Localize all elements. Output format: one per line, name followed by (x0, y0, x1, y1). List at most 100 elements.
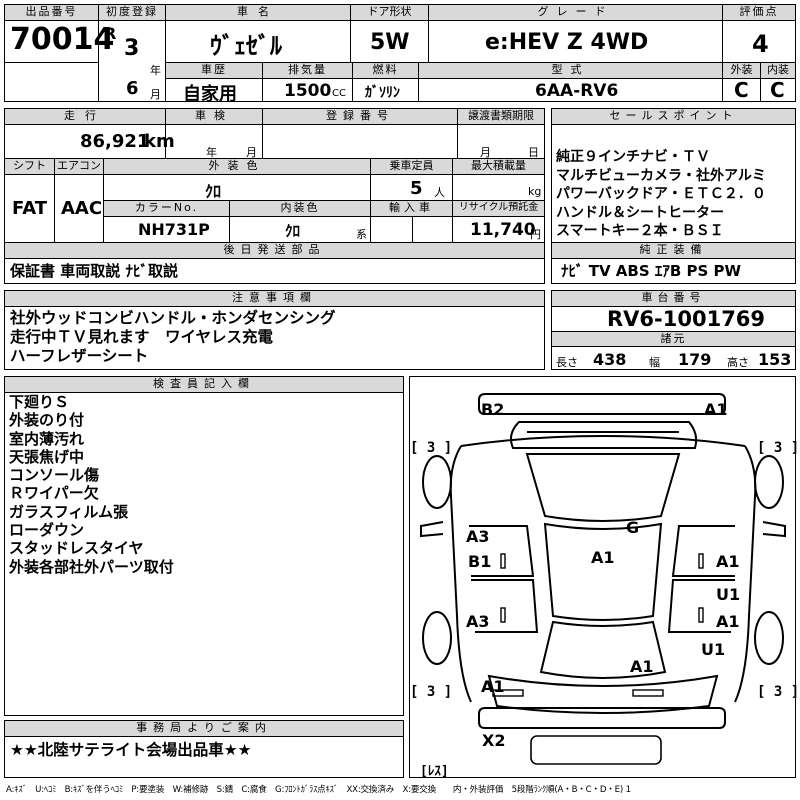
history-label: 車歴 (166, 63, 262, 79)
office-panel (4, 720, 404, 778)
color-no: NH731P (138, 220, 210, 239)
displacement: 1500 (284, 81, 332, 101)
office-label: 事務局よりご案内 (5, 721, 403, 737)
capacity-label: 乗車定員 (371, 159, 452, 175)
mark-b1: B1 (468, 552, 492, 571)
height: 153 (758, 350, 792, 369)
era: R (104, 24, 117, 43)
later-parts: 保証書 車両取説 ﾅﾋﾞ取説 (10, 262, 178, 280)
mark-a1-left-rear: A1 (481, 677, 505, 696)
legend: A:ｷｽﾞ U:ﾍｺﾐ B:ｷｽﾞを伴うﾍｺﾐ P:要塗装 W:補修跡 S:錆 … (6, 785, 631, 795)
mark-a1-top: A1 (704, 400, 728, 419)
ext-grade-label: 外装 (723, 63, 760, 79)
sales-points-label: セールスポイント (552, 109, 795, 125)
mark-u1-right-b: U1 (701, 640, 726, 659)
series-unit: 系 (356, 228, 367, 241)
insp-month-unit: 月 (246, 146, 257, 159)
ext-color: ｸﾛ (205, 182, 222, 201)
tire-rear-right: [ 3 ] (757, 684, 800, 700)
lot-no-label: 出品番号 (5, 5, 98, 21)
chassis-number: RV6-1001769 (607, 307, 766, 331)
car-name: ｳﾞｪｾﾞﾙ (210, 32, 282, 60)
transfer-label: 譲渡書類期限 (458, 109, 544, 125)
history: 自家用 (183, 84, 237, 105)
model: 6AA-RV6 (535, 81, 619, 101)
mark-u1-right-a: U1 (716, 585, 741, 604)
kg-unit: kg (528, 185, 542, 198)
vehicle-detail-table (4, 108, 545, 284)
color-no-label: カラーNo. (104, 201, 229, 217)
tire-rear-left: [ 3 ] (410, 684, 453, 700)
shift: FAT (12, 198, 48, 219)
mark-x2: X2 (482, 731, 506, 750)
recycle-label: リサイクル預託金 (453, 201, 544, 217)
equipment: ﾅﾋﾞ TV ABS ｴｱB PS PW (561, 262, 742, 280)
tire-front-right: [ 3 ] (757, 440, 800, 456)
reg-month: 6 (126, 78, 139, 99)
model-label: 型式 (419, 63, 722, 79)
inspection-label: 車検 (166, 109, 262, 125)
notes-text: 社外ウッドコンビハンドル・ホンダセンシング 走行中ＴＶ見れます ワイヤレス充電 … (10, 309, 336, 365)
ac-label: エアコン (55, 159, 103, 175)
mark-a1-right: A1 (716, 552, 740, 571)
inspector-text: 下廻りＳ 外装のり付 室内薄汚れ 天張焦げ中 コンソール傷 Ｒワイパー欠 ガラス… (9, 393, 174, 576)
transfer-day-unit: 日 (528, 146, 539, 159)
length-label: 長さ (556, 356, 578, 369)
inspector-label: 検査員記入欄 (5, 377, 403, 393)
grade-label: グレード (429, 5, 722, 21)
tire-front-left: [ 3 ] (410, 440, 453, 456)
lot-number: 70014 (10, 22, 115, 57)
transfer-month-unit: 月 (480, 146, 491, 159)
score: 4 (752, 30, 769, 58)
damage-diagram-panel (409, 376, 796, 778)
vehicle-header-table (4, 4, 796, 102)
door-label: ドア形状 (351, 5, 428, 21)
grade: e:HEV Z 4WD (485, 30, 649, 55)
mark-g: G (626, 518, 640, 537)
mileage-label: 走行 (5, 109, 165, 125)
sales-points-panel (551, 108, 796, 284)
chassis-panel (551, 290, 796, 370)
sales-points-text: 純正９インチナビ・ＴＶ マルチビューカメラ・社外アルミ パワーバックドア・ＥＴＣ… (556, 149, 766, 239)
insp-year-unit: 年 (206, 146, 217, 159)
chassis-label: 車台番号 (552, 291, 795, 307)
cc-unit: CC (332, 88, 346, 99)
km-unit: km (144, 131, 175, 152)
ac: AAC (61, 198, 103, 219)
mark-b2: B2 (481, 400, 505, 419)
yen-unit: 円 (530, 228, 541, 241)
mileage: 86,921 (80, 131, 150, 152)
month-unit: 月 (150, 88, 161, 101)
mark-a1-rear: A1 (630, 657, 654, 676)
car-body-diagram (420, 393, 786, 765)
reg-no-label: 登録番号 (263, 109, 457, 125)
int-color-label: 内装色 (230, 201, 370, 217)
import-label: 輸入車 (371, 201, 452, 217)
load-label: 最大積載量 (453, 159, 544, 175)
height-label: 高さ (727, 356, 749, 369)
width: 179 (678, 350, 712, 369)
year-unit: 年 (150, 64, 161, 77)
fuel: ｶﾞｿﾘﾝ (365, 85, 400, 101)
car-name-label: 車名 (166, 5, 350, 21)
mark-a1-center: A1 (591, 548, 615, 567)
recycle-fee: 11,740 (470, 220, 536, 240)
ext-grade: C (734, 78, 749, 102)
mark-a1-right-b: A1 (716, 612, 740, 631)
equipment-label: 純正装備 (552, 243, 795, 259)
int-grade-label: 内装 (761, 63, 795, 79)
first-reg-label: 初度登録 (99, 5, 165, 21)
displacement-label: 排気量 (263, 63, 352, 79)
score-label: 評価点 (723, 5, 795, 21)
shift-label: シフト (5, 159, 54, 175)
ext-color-label: 外装色 (104, 159, 370, 175)
spare-tire: [ﾚｽ] (420, 764, 449, 779)
notes-panel (4, 290, 545, 370)
person-unit: 人 (434, 186, 445, 199)
width-label: 幅 (649, 356, 660, 369)
int-grade: C (770, 78, 785, 102)
capacity: 5 (410, 178, 423, 199)
inspector-panel (4, 376, 404, 716)
length: 438 (593, 350, 627, 369)
mark-a3-left-b: A3 (466, 612, 490, 631)
